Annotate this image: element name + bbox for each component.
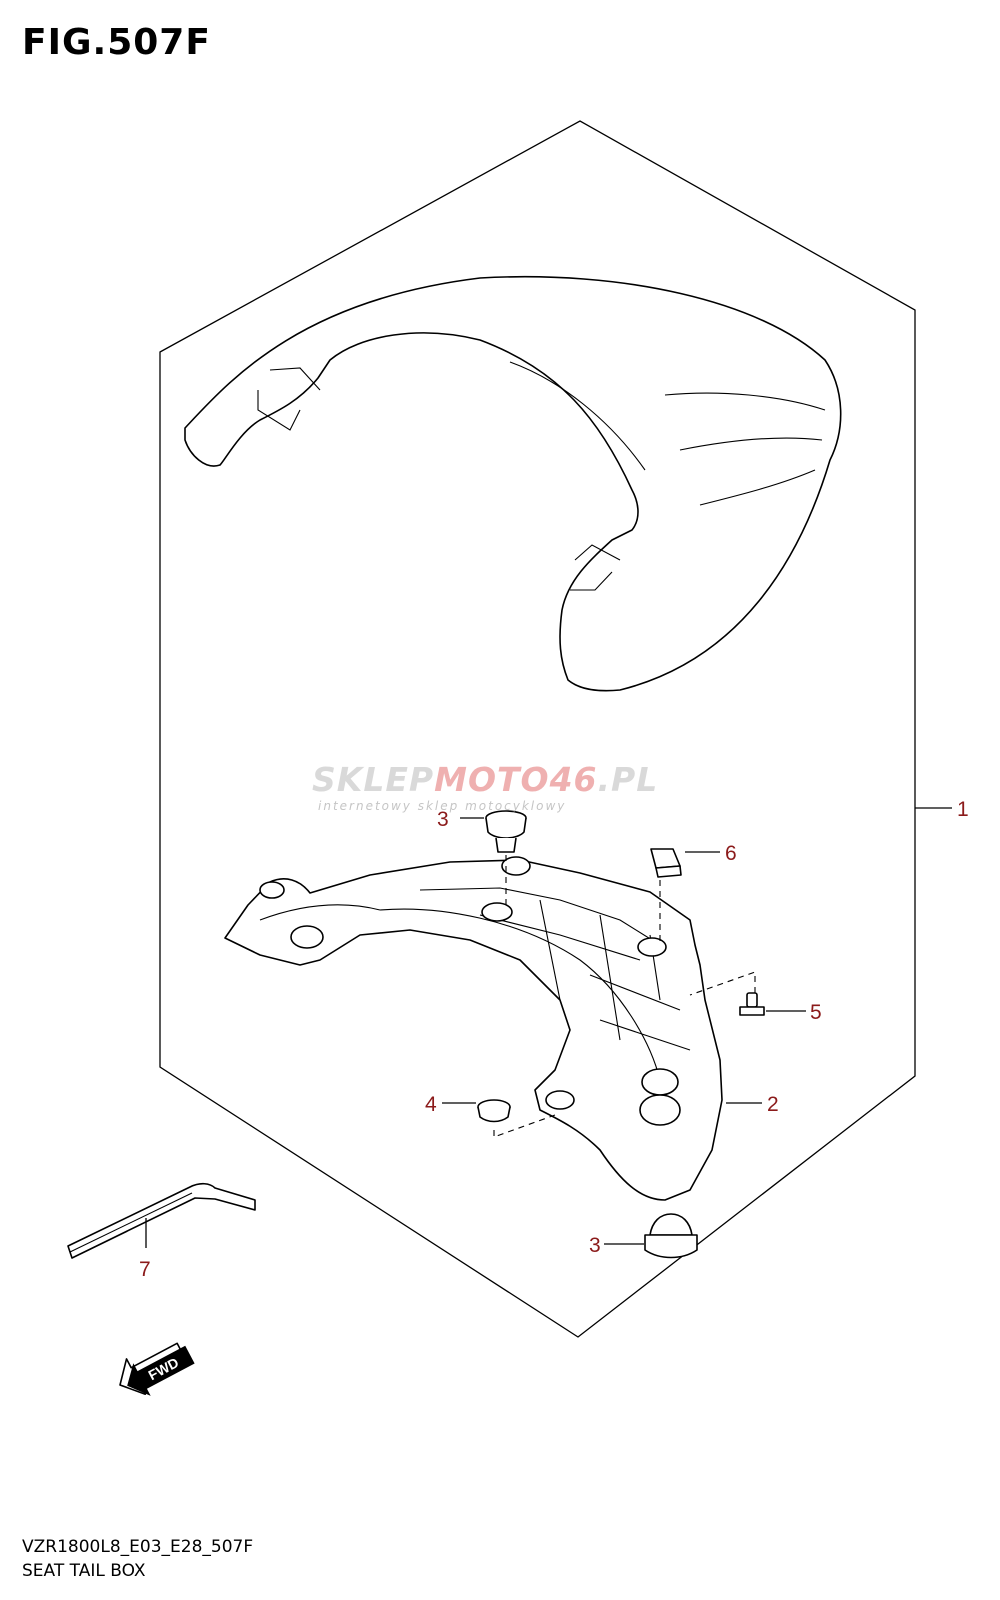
clip-nut (650, 848, 682, 878)
callout-5: 5 (810, 1001, 822, 1024)
rubber-cushion-bottom (644, 1213, 698, 1259)
callout-4: 4 (425, 1093, 437, 1116)
grommet (477, 1099, 511, 1123)
assembly-line-5 (689, 971, 756, 996)
callout-3-top: 3 (437, 808, 449, 831)
callout-7: 7 (139, 1258, 151, 1281)
seat-tail-cover (184, 275, 842, 692)
callout-1: 1 (957, 798, 969, 821)
hex-wrench (67, 1182, 256, 1259)
callout-2: 2 (767, 1093, 779, 1116)
callout-6: 6 (725, 842, 737, 865)
model-code: VZR1800L8_E03_E28_507F (22, 1537, 254, 1557)
assembly-outline (159, 120, 916, 1338)
figure-title: FIG.507F (22, 22, 211, 63)
fwd-arrow-icon: FWD (119, 1342, 195, 1396)
bolt (739, 992, 765, 1016)
diagram-caption: SEAT TAIL BOX (22, 1561, 146, 1581)
rubber-cushion-top (485, 810, 527, 853)
carrier-bracket (224, 856, 723, 1201)
callout-3-bottom: 3 (589, 1234, 601, 1257)
assembly-line-4 (493, 1114, 556, 1138)
footer: VZR1800L8_E03_E28_507F SEAT TAIL BOX (22, 1535, 253, 1583)
